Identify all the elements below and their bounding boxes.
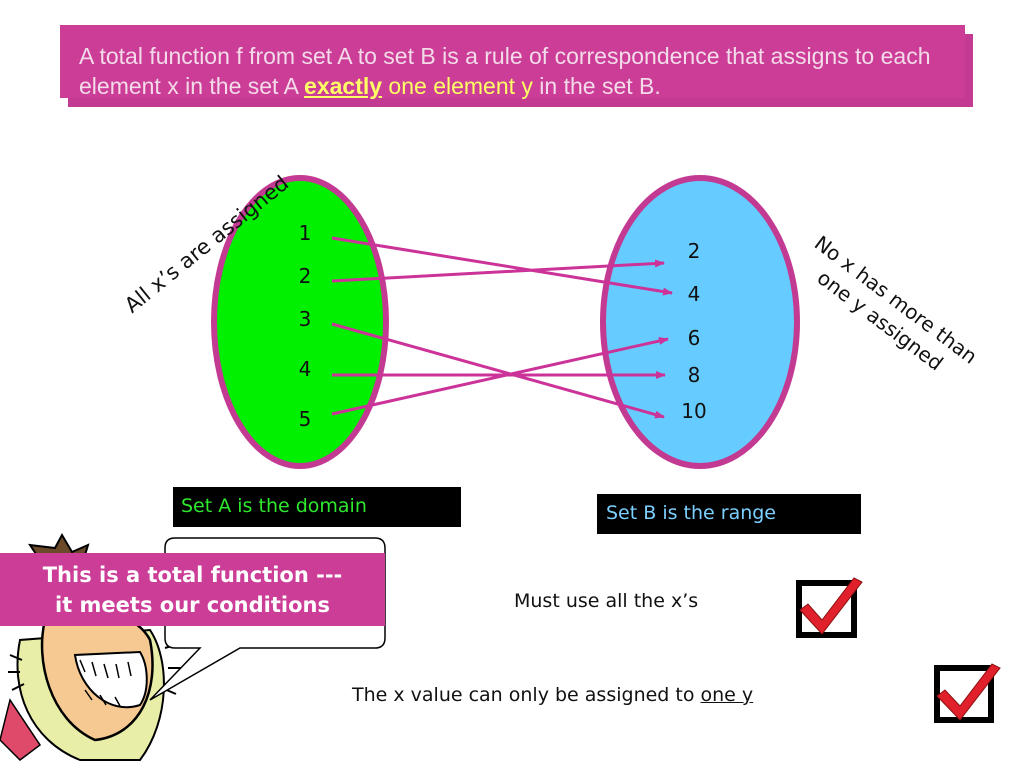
title-text-part2: in the set B. <box>532 73 661 99</box>
callout-line1: This is a total function --- <box>42 563 343 587</box>
total-function-callout: This is a total function --- it meets ou… <box>0 553 385 626</box>
set-b-element: 4 <box>688 282 701 306</box>
mapping-arrow-5-to-6 <box>331 337 669 416</box>
mapping-arrow-3-to-10 <box>331 322 665 419</box>
set-a-element: 4 <box>299 357 312 381</box>
check-icon <box>934 663 1001 723</box>
set-a-element: 1 <box>299 221 312 245</box>
title-text-part1: A total function f from set A to set B i… <box>79 43 931 99</box>
check-icon <box>796 577 863 638</box>
mapping-arrow-1-to-4 <box>331 236 673 296</box>
title-one-element-y: one element y <box>382 73 533 99</box>
set-b-element: 10 <box>681 399 706 423</box>
set-a-element: 5 <box>299 407 312 431</box>
set-a-element: 2 <box>299 264 312 288</box>
cartoon-character-illustration <box>0 532 182 761</box>
condition-2: The x value can only be assigned to one … <box>352 684 753 706</box>
domain-caption: Set A is the domain <box>173 487 461 527</box>
set-a-element: 3 <box>299 307 312 331</box>
set-b-element: 6 <box>688 326 701 350</box>
set-a-ellipse <box>211 175 389 469</box>
condition-2-underlined: one y <box>700 684 754 706</box>
condition-1: Must use all the x’s <box>514 590 699 612</box>
title-banner: A total function f from set A to set B i… <box>60 25 965 99</box>
set-b-ellipse <box>600 175 800 469</box>
condition-2-text: The x value can only be assigned to <box>352 684 701 706</box>
title-exactly: exactly <box>304 73 383 99</box>
set-b-element: 2 <box>688 239 701 263</box>
range-caption: Set B is the range <box>597 494 861 534</box>
mapping-arrow-2-to-2 <box>331 259 665 283</box>
set-b-element: 8 <box>688 363 701 387</box>
callout-line2: it meets our conditions <box>55 593 330 617</box>
